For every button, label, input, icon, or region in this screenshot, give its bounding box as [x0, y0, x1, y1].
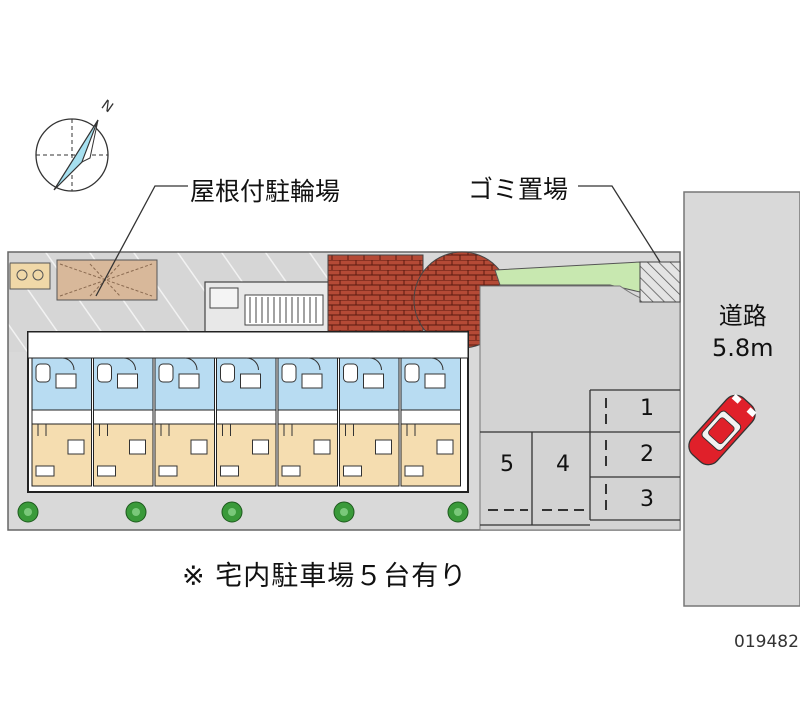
compass-icon [35, 118, 109, 192]
apartment-units [31, 357, 461, 487]
tree-icon [221, 501, 243, 523]
hedge [494, 261, 641, 293]
parking-note: ※ 宅内駐車場５台有り [182, 561, 468, 592]
label-bicycle-shelter: 屋根付駐輪場 [190, 177, 341, 206]
parking-space-1: 1 [640, 396, 654, 421]
parking-space-3: 3 [640, 487, 654, 512]
label-road-width: 5.8m [712, 334, 774, 362]
apartment-unit [93, 357, 154, 487]
property-code: 019482 [734, 632, 799, 652]
bicycle-shelter [9, 259, 158, 301]
apartment-unit [216, 357, 277, 487]
parking-space-5: 5 [500, 452, 514, 477]
tree-icon [125, 501, 147, 523]
tree-icon [17, 501, 39, 523]
compass-north-label: N [98, 97, 116, 116]
parking-space-4: 4 [556, 452, 570, 477]
tree-icon [333, 501, 355, 523]
parking-space-2: 2 [640, 442, 654, 467]
leader-lines [95, 185, 661, 297]
apartment-unit [154, 357, 215, 487]
apartment-unit [400, 357, 461, 487]
garbage-area [639, 261, 681, 303]
car-icon [688, 393, 757, 466]
parking-markings [480, 389, 680, 526]
apartment-unit [277, 357, 338, 487]
label-road: 道路 5.8m [712, 300, 774, 364]
apartment-unit [31, 357, 92, 487]
tree-icon [447, 501, 469, 523]
label-road-name: 道路 [718, 302, 767, 330]
label-garbage-area: ゴミ置場 [468, 175, 569, 204]
apartment-unit [339, 357, 400, 487]
trees [17, 501, 469, 523]
